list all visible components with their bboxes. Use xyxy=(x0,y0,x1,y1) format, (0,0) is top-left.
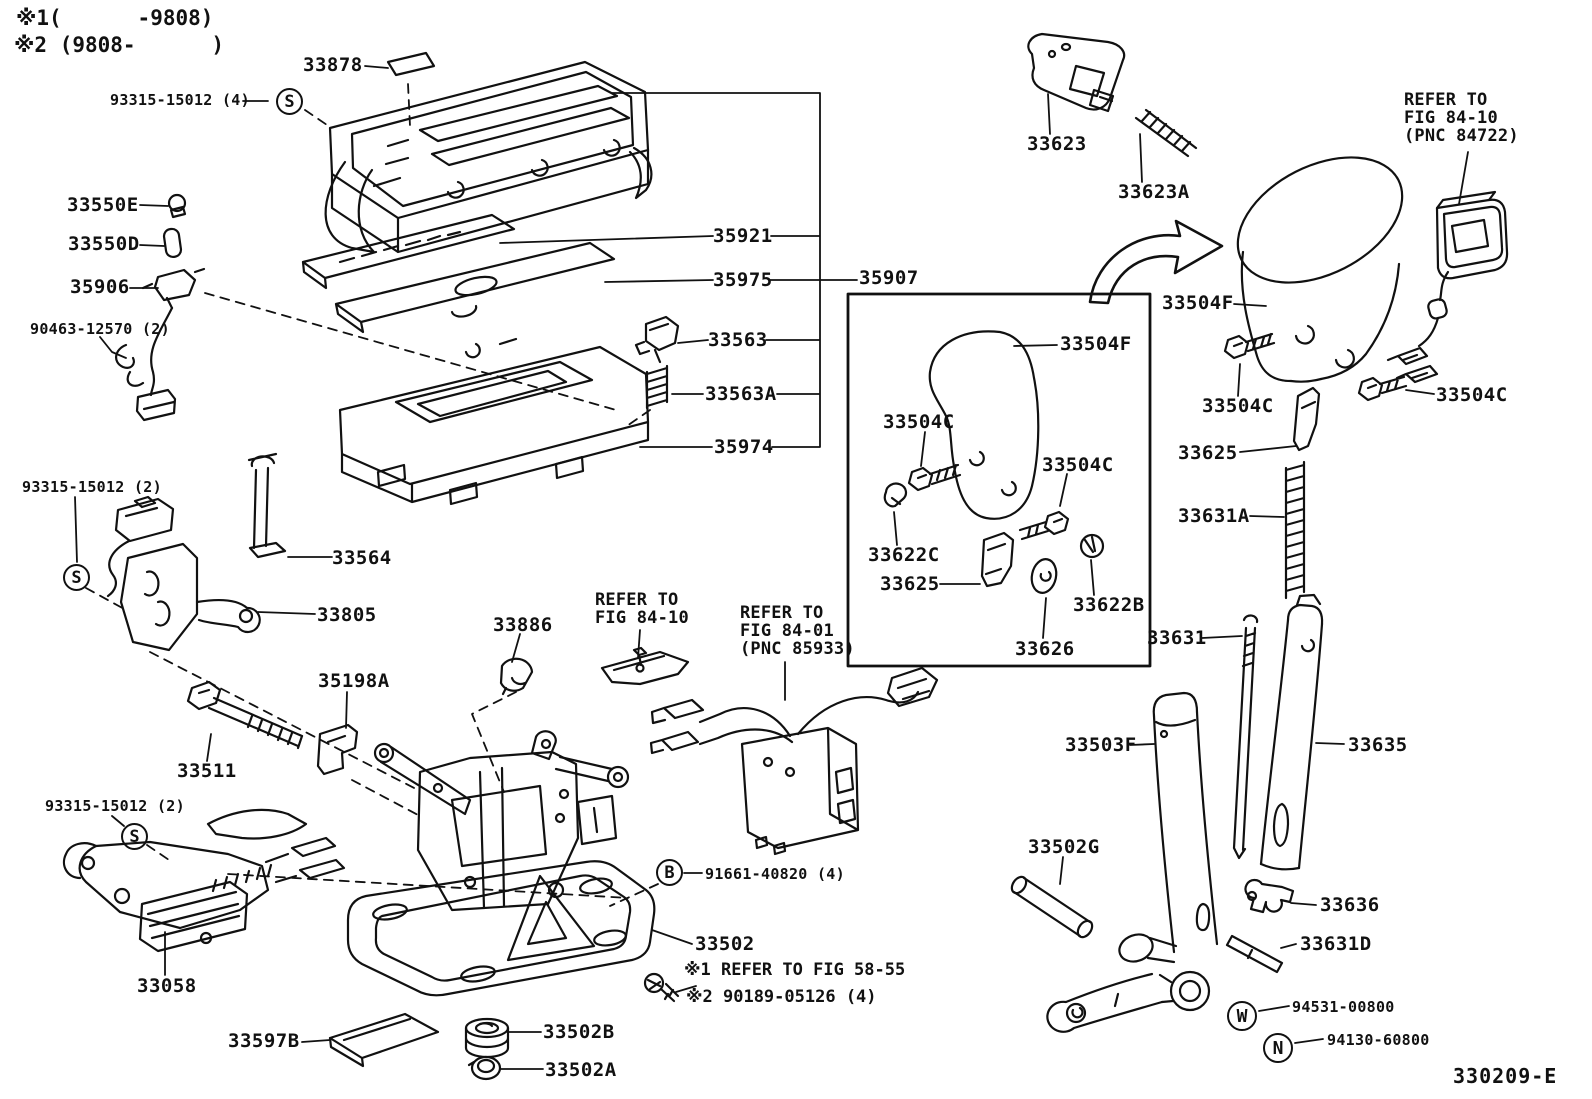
knob-inset-box-drawing xyxy=(846,292,1152,668)
harness-ecu-drawing xyxy=(499,646,939,856)
callout-33550E: 33550E xyxy=(67,194,139,216)
callout-33511: 33511 xyxy=(177,760,237,782)
callout-33625-inset: 33625 xyxy=(880,573,940,595)
symbol-s-1: S xyxy=(276,88,303,115)
callout-33502B: 33502B xyxy=(543,1021,615,1043)
callout-33502G: 33502G xyxy=(1028,836,1100,858)
switch-33058-drawing xyxy=(62,808,346,953)
note-spec-2: ※2 (9808- ) xyxy=(14,33,225,57)
callout-35975: 35975 xyxy=(713,269,773,291)
diagram-code: 330209-E xyxy=(1453,1064,1558,1088)
callout-33622C: 33622C xyxy=(868,544,940,566)
shift-knob-right-drawing xyxy=(1223,156,1408,452)
bolt-33511-drawing xyxy=(186,680,359,776)
note-refer-fig58-55: ※1 REFER TO FIG 58-55 xyxy=(684,960,906,980)
callout-94130-60800: 94130-60800 xyxy=(1327,1031,1430,1049)
console-upper-housing-drawing xyxy=(324,51,653,254)
ref-note-fig84-01: REFER TO FIG 84-01 (PNC 85933) xyxy=(740,603,855,659)
callout-33550D: 33550D xyxy=(68,233,140,255)
housing-33623-arrow-drawing xyxy=(1027,32,1224,305)
callout-33503F: 33503F xyxy=(1065,734,1137,756)
callout-33886: 33886 xyxy=(493,614,553,636)
bracket-33805-drawing xyxy=(106,452,287,652)
symbol-b: B xyxy=(656,859,683,886)
callout-33878: 33878 xyxy=(303,54,363,76)
callout-93315-15012-2a: 93315-15012 (2) xyxy=(22,478,162,496)
callout-33636: 33636 xyxy=(1320,894,1380,916)
callout-33622B: 33622B xyxy=(1073,594,1145,616)
callout-33623: 33623 xyxy=(1027,133,1087,155)
callout-33504C-inset-left: 33504C xyxy=(883,411,955,433)
callout-94531-00800: 94531-00800 xyxy=(1292,998,1395,1016)
callout-33805: 33805 xyxy=(317,604,377,626)
callout-35907: 35907 xyxy=(859,267,919,289)
symbol-s-3: S xyxy=(121,823,148,850)
callout-33631A: 33631A xyxy=(1178,505,1250,527)
symbol-s-2: S xyxy=(63,564,90,591)
indicator-plates-drawing xyxy=(301,213,616,334)
callout-33625-outer: 33625 xyxy=(1178,442,1238,464)
callout-33502: 33502 xyxy=(695,933,755,955)
lever-rods-tubes-drawing xyxy=(1010,460,1324,1033)
callout-33635: 33635 xyxy=(1348,734,1408,756)
solenoid-33563-drawing xyxy=(634,315,680,410)
callout-93315-15012-4: 93315-15012 (4) xyxy=(110,91,250,109)
note-spec-1: ※1( -9808) xyxy=(16,6,214,30)
pad-grommets-drawing xyxy=(328,972,680,1081)
callout-90463-12570: 90463-12570 (2) xyxy=(30,320,170,338)
callout-33631: 33631 xyxy=(1147,627,1207,649)
callout-33504C-inset-right: 33504C xyxy=(1042,454,1114,476)
dashed-lines xyxy=(85,83,659,907)
ref-note-fig84-10-right: REFER TO FIG 84-10 (PNC 84722) xyxy=(1404,90,1519,146)
callout-33504F-outer: 33504F xyxy=(1162,292,1234,314)
callout-35198A: 35198A xyxy=(318,670,390,692)
callout-33504C-outer-right: 33504C xyxy=(1436,384,1508,406)
callout-35906: 35906 xyxy=(70,276,130,298)
callout-33563A: 33563A xyxy=(705,383,777,405)
callout-33631D: 33631D xyxy=(1300,933,1372,955)
callout-91661-40820: 91661-40820 (4) xyxy=(705,865,845,883)
ref-note-fig84-10-center: REFER TO FIG 84-10 xyxy=(595,590,689,628)
symbol-w: W xyxy=(1227,1001,1257,1031)
callout-35921: 35921 xyxy=(713,225,773,247)
callout-33504F-inset: 33504F xyxy=(1060,333,1132,355)
note-90189-05126: ※2 90189-05126 (4) xyxy=(686,987,877,1007)
callout-33563: 33563 xyxy=(708,329,768,351)
console-lower-housing-drawing xyxy=(338,337,650,506)
callout-33623A: 33623A xyxy=(1118,181,1190,203)
callout-33564: 33564 xyxy=(332,547,392,569)
callout-35974: 35974 xyxy=(714,436,774,458)
od-switch-drawing xyxy=(1386,190,1509,384)
callout-33502A: 33502A xyxy=(545,1059,617,1081)
bulb-socket-drawing xyxy=(115,193,206,422)
callout-33597B: 33597B xyxy=(228,1030,300,1052)
symbol-n: N xyxy=(1263,1033,1293,1063)
callout-33058: 33058 xyxy=(137,975,197,997)
callout-33504C-outer-left: 33504C xyxy=(1202,395,1274,417)
leader-lines xyxy=(74,65,1469,1070)
callout-93315-15012-2b: 93315-15012 (2) xyxy=(45,797,185,815)
callout-33626: 33626 xyxy=(1015,638,1075,660)
shift-base-assembly-drawing xyxy=(346,730,656,997)
